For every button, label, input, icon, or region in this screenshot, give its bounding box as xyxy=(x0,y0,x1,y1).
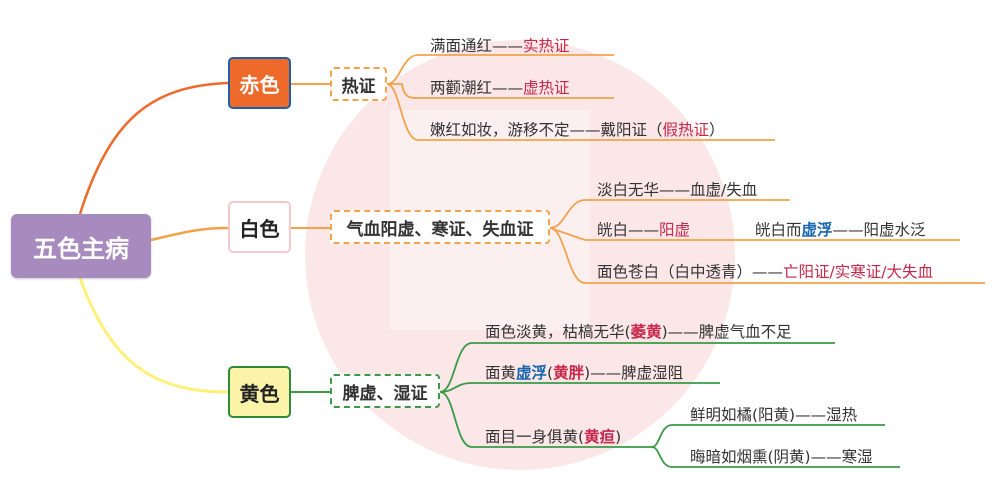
leaf-red-3[interactable]: 嫩红如妆，游移不定——戴阳证（假热证） xyxy=(430,118,725,140)
root-node[interactable]: 五色主病 xyxy=(11,214,151,278)
leaf-text: 满面通红—— xyxy=(430,37,524,55)
leaf-highlight: 虚浮 xyxy=(801,221,833,239)
sub-red-label: 热证 xyxy=(341,76,376,97)
category-yellow[interactable]: 黄色 xyxy=(228,366,291,418)
root-label: 五色主病 xyxy=(33,234,129,263)
leaf-yellow-4[interactable]: 鲜明如橘(阳黄)——湿热 xyxy=(690,403,857,425)
leaf-text: 两颧潮红—— xyxy=(430,79,524,97)
leaf-highlight: 黄疸 xyxy=(584,428,616,446)
leaf-highlight: 假热证 xyxy=(662,121,710,139)
leaf-highlight: 虚浮 xyxy=(516,364,548,382)
leaf-text: 鲜明如橘(阳黄)——湿热 xyxy=(690,406,858,424)
leaf-highlight: 阳虚 xyxy=(659,221,691,239)
leaf-yellow-1[interactable]: 面色淡黄，枯槁无华(萎黄)——脾虚气血不足 xyxy=(485,320,792,342)
leaf-text: 晦暗如烟熏(阴黄)——寒湿 xyxy=(690,448,873,466)
branch-yellow xyxy=(78,277,229,394)
sub-yellow-label: 脾虚、湿证 xyxy=(342,383,428,404)
leaf-highlight: 实热证 xyxy=(523,37,570,55)
leaf-text: 面色淡黄，枯槁无华( xyxy=(485,323,631,341)
leaf-text: ） xyxy=(709,121,725,139)
leaf-text: 嫩红如妆，游移不定——戴阳证（ xyxy=(430,121,663,139)
branch-red xyxy=(78,81,229,215)
leaf-red-1[interactable]: 满面通红——实热证 xyxy=(430,34,570,56)
leaf-highlight: 虚热证 xyxy=(523,79,570,97)
leaf-highlight: 亡阳证/实寒证/大失血 xyxy=(783,263,933,281)
leaf-text: 㿠白—— xyxy=(597,221,660,239)
branch-white xyxy=(150,226,229,242)
leaf-red-2[interactable]: 两颧潮红——虚热证 xyxy=(430,76,570,98)
leaf-text: ( xyxy=(547,364,554,382)
sub-white[interactable]: 气血阳虚、寒证、失血证 xyxy=(330,210,550,244)
leaf-yellow-3[interactable]: 面目一身俱黄(黄疸) xyxy=(485,425,621,447)
leaf-text: )——脾虚气血不足 xyxy=(661,323,792,341)
leaf-white-1[interactable]: 淡白无华——血虚/失血 xyxy=(597,178,757,200)
leaf-text: 淡白无华——血虚/失血 xyxy=(597,181,758,199)
leaf-white-4[interactable]: 面色苍白（白中透青）——亡阳证/实寒证/大失血 xyxy=(597,260,933,282)
leaf-text: )——脾虚湿阻 xyxy=(584,364,684,382)
leaf-white-2[interactable]: 㿠白——阳虚 xyxy=(597,218,690,240)
leaf-yellow-2[interactable]: 面黄虚浮(黄胖)——脾虚湿阻 xyxy=(485,361,683,383)
category-red-label: 赤色 xyxy=(239,72,280,97)
sub-white-label: 气血阳虚、寒证、失血证 xyxy=(346,219,534,240)
leaf-text: 㿠白而 xyxy=(755,221,802,239)
leaf-white-3[interactable]: 㿠白而虚浮——阳虚水泛 xyxy=(755,218,926,240)
leaf-text: 面黄 xyxy=(485,364,517,382)
category-red[interactable]: 赤色 xyxy=(228,57,291,109)
leaf-text: 面色苍白（白中透青）—— xyxy=(597,263,784,281)
leaf-yellow-5[interactable]: 晦暗如烟熏(阴黄)——寒湿 xyxy=(690,445,873,467)
category-white-label: 白色 xyxy=(239,216,280,241)
category-yellow-label: 黄色 xyxy=(239,381,280,406)
leaf-text: ——阳虚水泛 xyxy=(832,221,926,239)
leaf-highlight: 黄胖 xyxy=(553,364,585,382)
leaf-text: ) xyxy=(615,428,622,446)
leaf-text: 面目一身俱黄( xyxy=(485,428,585,446)
category-white[interactable]: 白色 xyxy=(228,201,291,253)
leaf-highlight: 萎黄 xyxy=(630,323,662,341)
sub-yellow[interactable]: 脾虚、湿证 xyxy=(330,374,440,408)
sub-red[interactable]: 热证 xyxy=(330,67,387,101)
